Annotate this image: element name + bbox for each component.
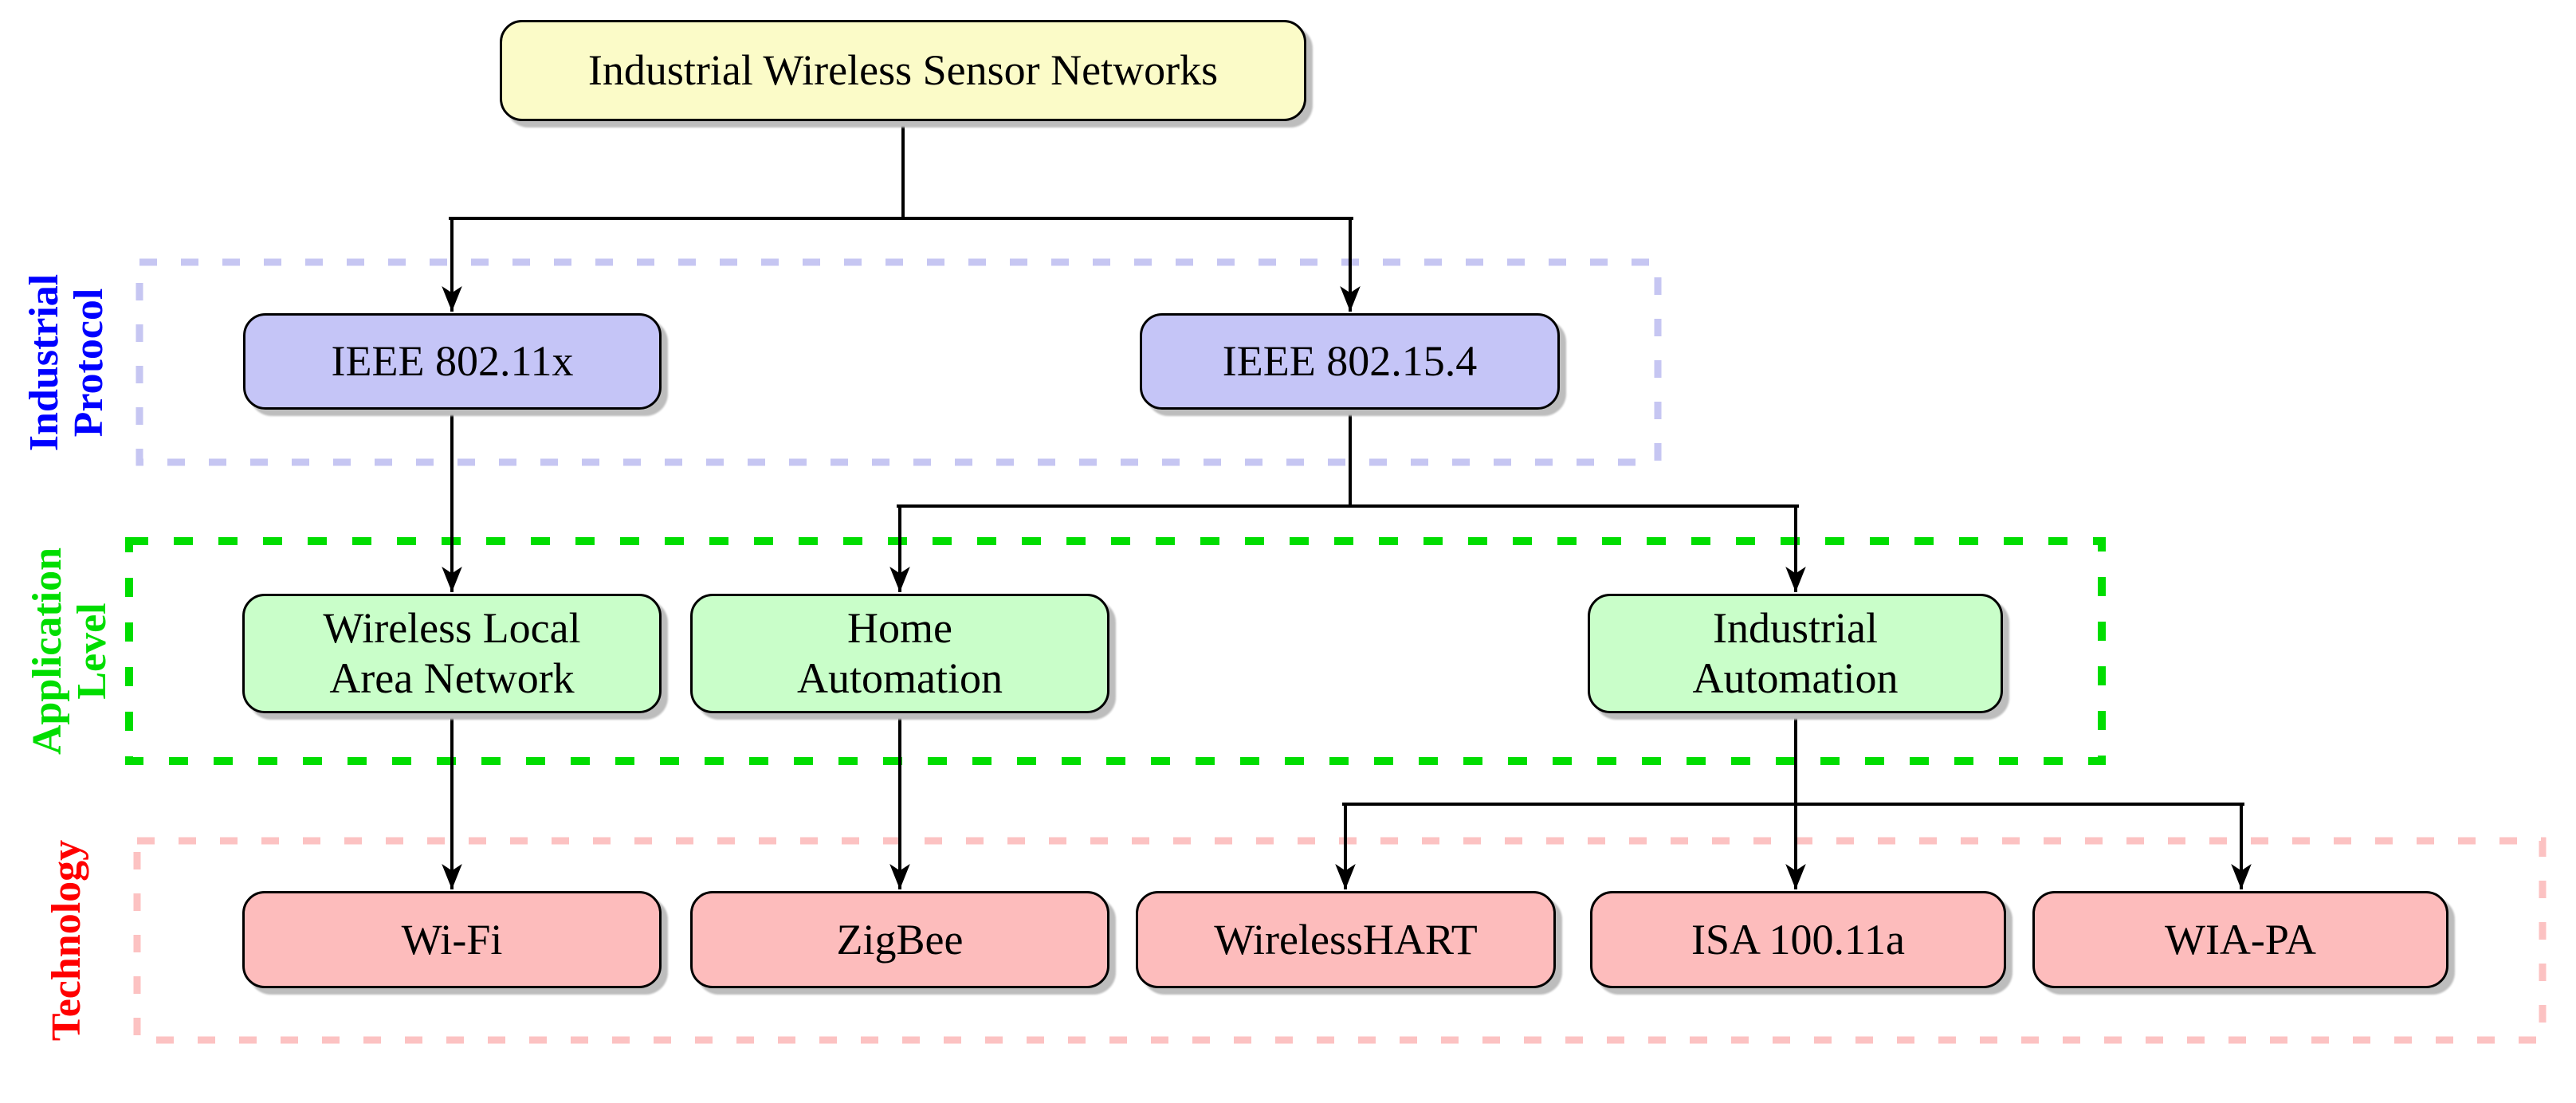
node-isa-10011a: ISA 100.11a (1590, 891, 2006, 988)
region-label-line: Level (69, 603, 115, 700)
region-label-line: Industrial (21, 273, 67, 452)
node-wifi: Wi-Fi (242, 891, 662, 988)
edge-industrial-to-technologies (1335, 712, 2252, 889)
node-label: ZigBee (836, 915, 964, 964)
node-label-line: Industrial (1713, 604, 1878, 653)
application-region-frame (125, 537, 2106, 765)
region-label-industrial-protocol: Industrial Protocol (22, 274, 112, 452)
node-label: WIA-PA (2164, 915, 2316, 964)
node-wireless-local-area-network: Wireless Local Area Network (242, 594, 662, 713)
node-ieee-80211x: IEEE 802.11x (243, 313, 662, 410)
region-label-line: Protocol (66, 288, 112, 438)
node-label: Wi-Fi (401, 915, 503, 964)
node-wia-pa: WIA-PA (2032, 891, 2448, 988)
node-zigbee: ZigBee (690, 891, 1109, 988)
node-label: IEEE 802.15.4 (1222, 337, 1478, 386)
region-label-technology: Technology (43, 839, 89, 1042)
node-ieee-802154: IEEE 802.15.4 (1140, 313, 1560, 410)
node-label-line: Home (847, 604, 952, 653)
protocol-region-frame (135, 258, 1662, 466)
node-wirelesshart: WirelessHART (1136, 891, 1556, 988)
region-label-line: Technology (43, 839, 89, 1042)
node-label: WirelessHART (1214, 915, 1478, 964)
node-label-line: Area Network (329, 654, 575, 702)
node-label-line: Automation (1692, 654, 1899, 702)
node-label-line: Automation (797, 654, 1003, 702)
region-label-application-level: Application Level (24, 547, 115, 756)
node-label: ISA 100.11a (1691, 915, 1905, 964)
region-label-line: Application (24, 547, 70, 756)
edge-root-to-protocols (442, 120, 1361, 312)
node-industrial-wireless-sensor-networks: Industrial Wireless Sensor Networks (500, 20, 1306, 121)
technology-region-frame (133, 837, 2547, 1044)
node-label: IEEE 802.11x (331, 337, 574, 386)
node-industrial-automation: Industrial Automation (1588, 594, 2003, 713)
node-label: Industrial Wireless Sensor Networks (587, 46, 1219, 95)
node-label-line: Wireless Local (323, 604, 581, 653)
edge-802154-to-applications (889, 408, 1806, 592)
node-home-automation: Home Automation (690, 594, 1109, 713)
